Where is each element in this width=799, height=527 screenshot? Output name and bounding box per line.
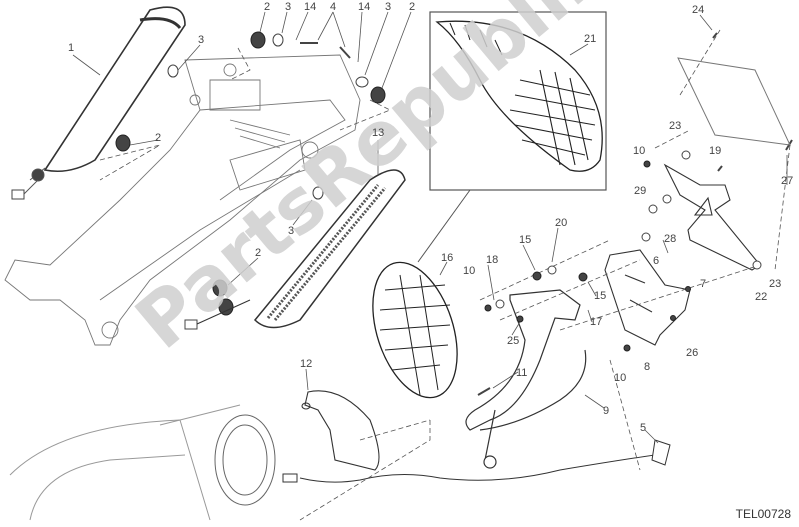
callout-part-15: 15 xyxy=(594,290,607,302)
callout-part-10: 10 xyxy=(463,265,476,277)
callout-part-3: 3 xyxy=(288,225,295,237)
callout-part-2: 2 xyxy=(264,1,271,13)
callout-part-6: 6 xyxy=(653,255,660,267)
callout-part-7: 7 xyxy=(700,278,707,290)
callout-part-22: 22 xyxy=(755,291,768,303)
rear-subframe xyxy=(4,54,361,346)
callout-part-5: 5 xyxy=(640,422,647,434)
washers xyxy=(167,33,369,200)
callout-part-24: 24 xyxy=(692,4,705,16)
callout-part-20: 20 xyxy=(555,217,568,229)
callout-part-14: 14 xyxy=(304,1,317,13)
callout-part-9: 9 xyxy=(603,405,610,417)
leader-lines xyxy=(72,11,788,444)
license-bracket-9 xyxy=(465,289,587,469)
callout-part-17: 17 xyxy=(590,316,603,328)
callout-part-15: 15 xyxy=(519,234,532,246)
plate-holder-8 xyxy=(604,249,691,346)
drawing-code: TEL00728 xyxy=(735,507,791,521)
callout-part-27: 27 xyxy=(781,175,794,187)
callout-part-29: 29 xyxy=(634,185,647,197)
callout-part-10: 10 xyxy=(614,372,627,384)
callout-part-1: 1 xyxy=(68,42,75,54)
license-lamp-housing-16 xyxy=(372,261,458,399)
callout-part-11: 11 xyxy=(516,367,528,379)
callout-part-13: 13 xyxy=(372,127,385,139)
callout-part-12: 12 xyxy=(300,358,313,370)
dashed-guide-lines xyxy=(99,29,791,521)
callout-part-18: 18 xyxy=(486,254,499,266)
callout-part-2: 2 xyxy=(155,132,162,144)
callout-part-14: 14 xyxy=(358,1,371,13)
guard-12 xyxy=(301,390,380,471)
tail-light-right-part-13 xyxy=(184,169,406,330)
callout-part-4: 4 xyxy=(330,1,337,13)
license-plate-support-22 xyxy=(663,163,761,271)
hardware-nuts xyxy=(484,160,691,352)
callout-part-23: 23 xyxy=(669,120,682,132)
callout-part-16: 16 xyxy=(441,252,454,264)
callout-part-3: 3 xyxy=(385,1,392,13)
tail-light-left-part-1 xyxy=(11,6,186,200)
callout-part-26: 26 xyxy=(686,347,699,359)
hardware-washers xyxy=(495,150,762,309)
callout-part-19: 19 xyxy=(709,145,722,157)
lower-assembly xyxy=(9,404,276,521)
cable-and-switch-5 xyxy=(282,439,671,483)
inset-box-part-21 xyxy=(417,11,607,263)
callout-part-3: 3 xyxy=(285,1,292,13)
callout-part-2: 2 xyxy=(255,247,262,259)
callout-part-25: 25 xyxy=(507,335,520,347)
grommets-top xyxy=(115,31,386,316)
callout-part-8: 8 xyxy=(644,361,651,373)
callout-part-10: 10 xyxy=(633,145,646,157)
callout-part-2: 2 xyxy=(409,1,416,13)
callout-part-28: 28 xyxy=(664,233,677,245)
callout-part-3: 3 xyxy=(198,34,205,46)
callout-part-21: 21 xyxy=(584,33,597,45)
callout-part-23: 23 xyxy=(769,278,782,290)
